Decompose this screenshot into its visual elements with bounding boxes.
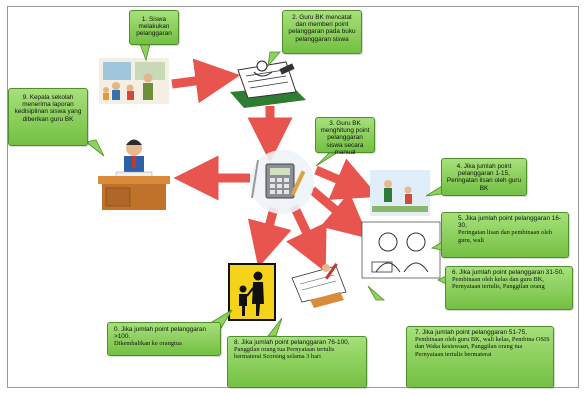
callout-step-6-heading: 6. Jika jumlah point pelanggaran 31-50, xyxy=(452,269,564,276)
parent-child-icon xyxy=(228,263,276,321)
callout-step-1-text: 1. Siswa melakukan pelanggaran xyxy=(136,16,172,38)
callout-step-9: 9. Kepala sekolah menerima laporan kedis… xyxy=(8,88,88,146)
callout-step-7-heading: 7. Jika jumlah point pelanggaran 51-75, xyxy=(415,329,527,336)
flow-arrows xyxy=(171,58,379,273)
callout-tails xyxy=(85,43,447,337)
callout-step-0-text: Dikembalikan ke orangtua xyxy=(114,340,182,348)
arrow-calc-to-6 xyxy=(285,204,327,273)
arrow-calc-to-5 xyxy=(309,186,370,239)
callout-step-0-heading: 0. Jika jumlah point pelanggaran >100. xyxy=(114,326,207,341)
callout-step-2-text: 2. Guru BK mencatat dan memberi point pe… xyxy=(288,14,356,43)
callout-step-0: 0. Jika jumlah point pelanggaran >100. D… xyxy=(107,322,221,356)
counselling-sketch-illustration xyxy=(361,221,441,279)
callout-step-5-heading: 5. Jika jumlah point pelanggaran 16-30, xyxy=(458,215,562,230)
callout-step-4: 4. Jika jumlah point pelanggaran 1-15, P… xyxy=(441,158,527,196)
arrow-calc-to-4 xyxy=(314,158,379,200)
callout-step-2: 2. Guru BK mencatat dan memberi point pe… xyxy=(282,10,362,54)
callout-step-1: 1. Siswa melakukan pelanggaran xyxy=(129,10,179,45)
callout-step-9-text: 9. Kepala sekolah menerima laporan kedis… xyxy=(14,94,82,123)
letter-signing-illustration xyxy=(291,263,347,308)
callout-step-7-text: Pembinaan oleh guru BK, wali kelas, Pemb… xyxy=(415,336,550,358)
callout-step-6: 6. Jika jumlah point pelanggaran 31-50, … xyxy=(445,266,573,310)
callout-step-7: 7. Jika jumlah point pelanggaran 51-75, … xyxy=(406,326,554,388)
arrow-student-to-teacher xyxy=(171,58,241,104)
callout-step-3-text: 3. Guru BK menghitung point pelanggaran … xyxy=(320,120,370,156)
callout-step-8-text: Panggilan orang tua Pernyataan tertulis … xyxy=(234,346,335,361)
calculator-illustration xyxy=(250,150,314,214)
callout-step-5: 5. Jika jumlah point pelanggaran 16-30, … xyxy=(441,212,569,258)
arrow-calc-to-0 xyxy=(247,206,292,268)
students-illustration xyxy=(99,58,169,104)
callout-step-8: 8. Jika jumlah point pelanggaran 76-100,… xyxy=(227,336,367,388)
callout-step-3: 3. Guru BK menghitung point pelanggaran … xyxy=(315,117,375,156)
callout-step-8-heading: 8. Jika jumlah point pelanggaran 76-100, xyxy=(234,339,350,346)
callout-step-6-text: Pembinaan oleh kelas dan guru BK, Pernya… xyxy=(452,276,545,291)
principal-illustration xyxy=(98,139,170,210)
callout-step-5-text: Peringatan lisan dan pembinaan oleh guru… xyxy=(458,229,553,244)
verbal-warning-illustration xyxy=(370,170,430,216)
teacher-recording-illustration xyxy=(230,60,306,108)
callout-step-4-text: 4. Jika jumlah point pelanggaran 1-15, P… xyxy=(446,163,522,192)
